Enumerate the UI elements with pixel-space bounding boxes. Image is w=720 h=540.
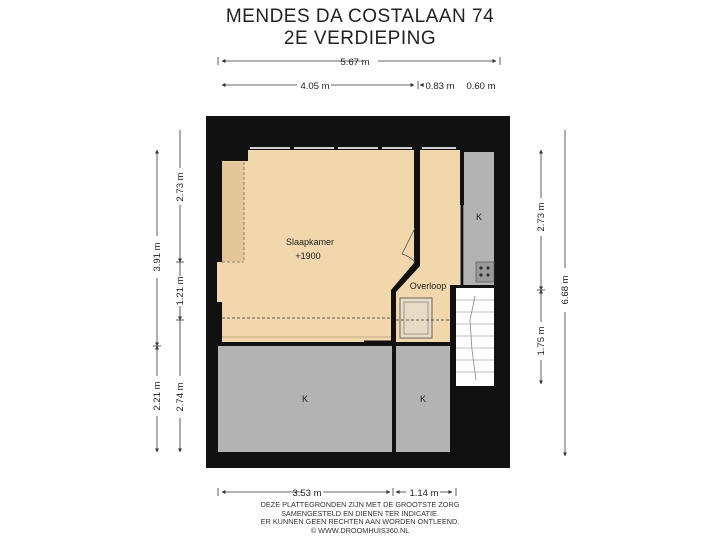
room-label-storage-right: K (420, 394, 426, 404)
dim-top-left: 4.05 m (300, 81, 329, 92)
bedroom-floor (217, 150, 414, 342)
dim-left-outer-upper: 3.91 m (152, 242, 163, 271)
landing-floor (396, 150, 460, 342)
closet-area (222, 162, 244, 262)
disclaimer: DEZE PLATTEGRONDEN ZIJN MET DE GROOTSTE … (0, 500, 720, 535)
floor-hatch (399, 297, 433, 339)
room-label-landing: Overloop (410, 281, 447, 291)
dim-top-total: 5.67 m (340, 57, 369, 68)
storage-floor-right (396, 346, 450, 452)
dim-bottom-left: 3.53 m (292, 488, 321, 499)
storage-floor-left (218, 346, 392, 452)
room-label-storage-top: K (476, 212, 482, 222)
disclaimer-line: DEZE PLATTEGRONDEN ZIJN MET DE GROOTSTE … (260, 500, 460, 509)
website-link[interactable]: © WWW.DROOMHUIS360.NL (310, 525, 410, 535)
dim-left-outer-lower: 2.21 m (152, 381, 163, 410)
wall-notch (218, 147, 248, 161)
dim-top-mid: 0.83 m (425, 81, 454, 92)
dim-top-right: 0.60 m (466, 81, 495, 92)
partition-wall (391, 150, 419, 343)
room-label-storage-left: K (302, 394, 308, 404)
dim-right-inner-top: 2.73 m (536, 202, 547, 231)
dim-right-inner-bottom: 1.75 m (536, 326, 547, 355)
dim-left-inner-top: 2.73 m (175, 172, 186, 201)
dim-right-outer: 6.68 m (560, 275, 571, 304)
disclaimer-line: ER KUNNEN GEEN RECHTEN AAN WORDEN ONTLEE… (260, 517, 460, 527)
plan-subtitle: 2E VERDIEPING (283, 28, 437, 49)
door-swing (401, 227, 416, 263)
dim-bottom-right: 1.14 m (409, 488, 438, 499)
stairs (456, 295, 494, 381)
disclaimer-line: SAMENGESTELD EN DIENEN TER INDICATIE. (281, 508, 439, 518)
sink-unit (475, 261, 495, 283)
dimension-lines (153, 57, 567, 496)
room-label-bedroom: Slaapkamer (286, 237, 334, 247)
dim-left-inner-mid: 1.21 m (175, 276, 186, 305)
dim-left-inner-bottom: 2.74 m (175, 382, 186, 411)
plan-title: MENDES DA COSTALAAN 74 (225, 6, 495, 27)
room-height-bedroom: +1900 (295, 251, 320, 261)
